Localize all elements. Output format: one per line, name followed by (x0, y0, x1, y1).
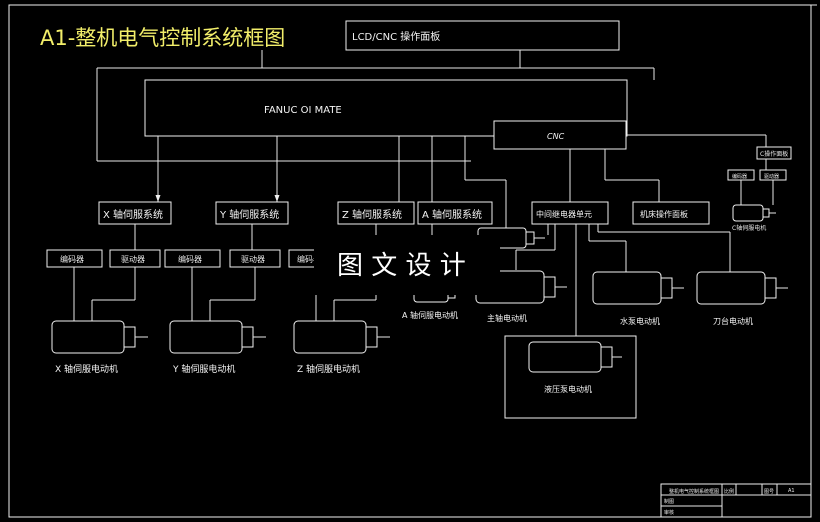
turret-motor-label: 刀台电动机 (713, 316, 753, 326)
cnc-label: CNC (547, 132, 565, 141)
x-motor-label: X 轴伺服电动机 (55, 363, 118, 375)
fanuc-box (144, 79, 628, 137)
turret-motor-icon (696, 271, 788, 305)
coolant-motor-label: 水泵电动机 (620, 316, 660, 326)
y-motor-icon (169, 320, 266, 354)
machine-panel-label: 机床操作面板 (640, 209, 688, 219)
c-motor-icon (732, 204, 764, 222)
x-servo-label: X 轴伺服系统 (103, 208, 163, 221)
a-servo-label: A 轴伺服系统 (422, 208, 482, 221)
c-motor-label: C轴伺服电机 (732, 224, 766, 232)
hydraulic-motor-label: 液压泵电动机 (544, 384, 592, 394)
fanuc-label: FANUC OI MATE (264, 105, 342, 116)
drawing-frame (8, 4, 812, 518)
machine-panel-box (632, 201, 710, 225)
c-driver-label: 驱动器 (764, 173, 779, 180)
spindle-motor-label: 主轴电动机 (487, 313, 527, 323)
title-block-drawn: 制图 (664, 498, 674, 505)
title-block-name: 整机电气控制系统框图 (669, 488, 719, 495)
z-motor-icon (293, 320, 390, 354)
c-encoder-label: 编码器 (732, 173, 747, 180)
z-motor-label: Z 轴伺服电动机 (297, 363, 360, 375)
y-motor-label: Y 轴伺服电动机 (172, 363, 235, 375)
c-panel-label: C操作面板 (760, 150, 788, 158)
title-block-number: 图号 (764, 489, 774, 495)
lcd-panel-box (345, 20, 620, 51)
relay-unit-box (531, 201, 609, 225)
c-panel-box (756, 146, 792, 160)
watermark-backdrop (314, 235, 500, 295)
a-motor-label: A 轴伺服电动机 (402, 310, 458, 320)
y-driver-label: 驱动器 (241, 254, 265, 264)
relay-unit-label: 中间继电器单元 (536, 209, 592, 219)
a-servo-box (417, 201, 493, 225)
y-servo-label: Y 轴伺服系统 (219, 208, 279, 221)
z-encoder-label: 编码器 (297, 254, 321, 264)
title-block-scale: 比例 (724, 488, 734, 495)
coolant-motor-icon (592, 271, 684, 305)
x-driver-label: 驱动器 (121, 254, 145, 264)
title-block-check: 审核 (664, 509, 674, 516)
cnc-box (493, 120, 627, 150)
hydraulic-box (504, 335, 637, 419)
title-block: 整机电气控制系统框图 比例 图号 A1 制图 审核 (660, 483, 812, 518)
diagram-title: A1-整机电气控制系统框图 (40, 26, 285, 50)
y-encoder-label: 编码器 (178, 254, 202, 264)
x-motor-icon (51, 320, 148, 354)
hydraulic-motor-icon (528, 341, 622, 373)
x-encoder-label: 编码器 (60, 254, 84, 264)
watermark: 图 文 设 计 (337, 251, 466, 281)
title-block-size: A1 (788, 488, 795, 494)
z-servo-label: Z 轴伺服系统 (342, 208, 402, 221)
lcd-panel-label: LCD/CNC 操作面板 (352, 30, 440, 43)
